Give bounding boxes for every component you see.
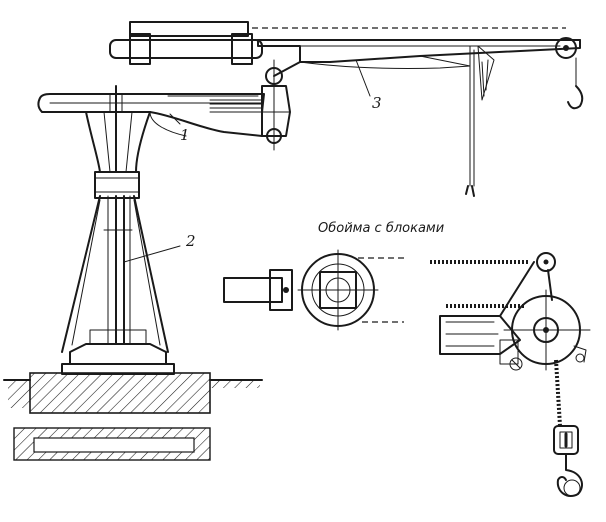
detail-caption: Обойма с блоками [318,221,444,236]
base-flange [69,343,167,365]
cylinder-end-cap [129,33,151,65]
hook-eye [563,479,581,497]
hook-large [556,453,583,498]
tip-sheave [555,37,577,59]
ground-hatch-right [210,380,260,388]
foundation [3,372,263,461]
bearing-housing [94,171,140,199]
column-part-2 [61,171,169,353]
lower-boom-body [37,93,265,137]
base-plate [61,363,175,375]
tip-sheave-pin [563,45,569,51]
leader-lines [123,59,371,263]
detail-block-assembly [223,249,591,498]
rib-left [71,199,101,346]
head-arm-left [85,111,101,173]
brace-bracket [477,45,495,101]
clevis-bolt [509,357,523,371]
control-pendant [465,185,475,197]
upper-boom-outline [257,39,581,77]
foundation-block [29,372,211,414]
column-leg-left [61,195,101,353]
right-bracket-bolt [575,353,585,363]
ground-hatch-left [8,380,30,408]
brace-hatch-2 [485,59,489,91]
left-shaft-collar [269,269,293,311]
head-rib-1 [103,111,111,173]
knuckle-joint [261,59,291,151]
left-shaft-pin [283,287,289,293]
brace-hatch-1 [481,61,485,97]
cylinder-top-rail [129,21,249,37]
hook-block-inner [559,431,573,449]
cylinder-gland [231,33,253,65]
head-arm-right [135,111,151,173]
clevis-body [439,315,521,355]
link-arm-2 [547,269,553,301]
link-arm [499,261,535,317]
base-boss [89,329,147,345]
top-sheave-pin [543,259,549,265]
lower-slab-void [33,437,195,453]
top-sheave [536,252,556,272]
hydraulic-cylinder [109,39,263,59]
boom-part-3 [109,21,584,197]
upper-boom-belly [299,61,471,70]
left-shaft [223,277,283,303]
leader-3 [355,59,371,97]
column-base [61,329,175,375]
upper-boom-diagonal [419,55,471,67]
column-leg-right [133,195,169,353]
clevis-ear [499,339,519,365]
right-bracket [573,345,587,363]
leader-2 [123,245,181,263]
bracket-curve [149,111,187,137]
callout-part-3: 3 [372,94,382,112]
head-rib-2 [125,111,133,173]
leader-1 [169,113,181,125]
clevis-bolt-slash [511,359,521,369]
callout-part-1: 1 [180,126,190,144]
hook-rope-detail [554,359,562,427]
callout-part-2: 2 [185,232,196,250]
boom-part-1 [37,85,265,173]
knuckle-body [261,85,291,137]
hook-small [567,85,584,110]
mast-socket [109,93,123,113]
rib-right [133,199,161,346]
